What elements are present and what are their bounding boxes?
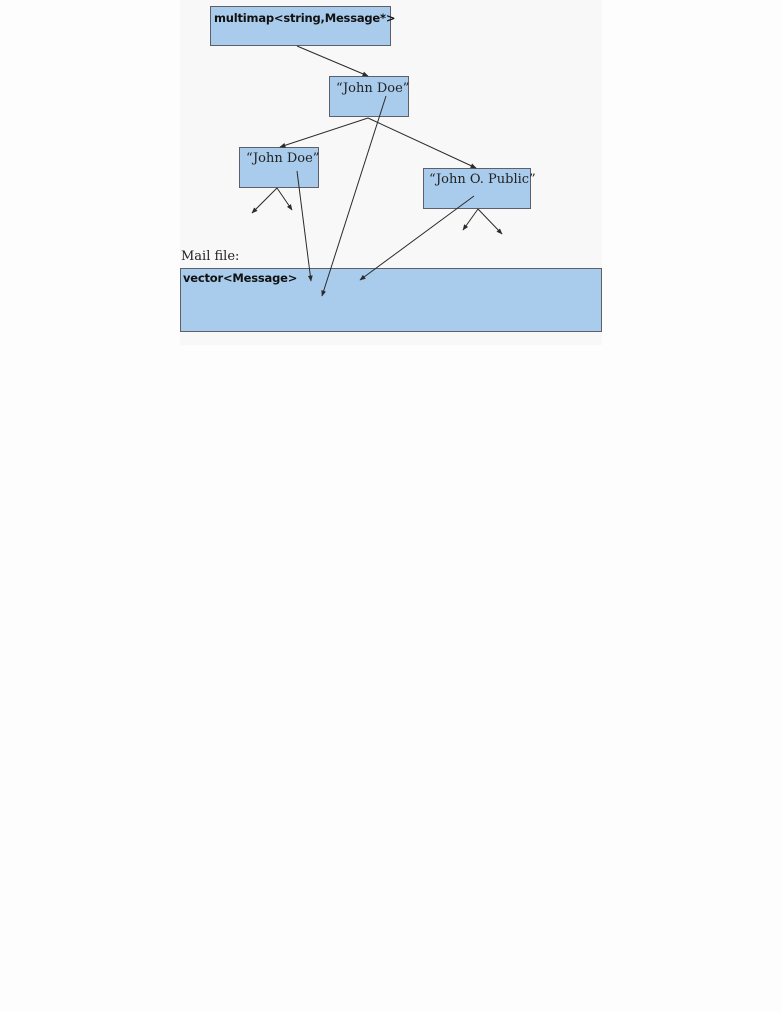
tree-node-right-key: “John O. Public” [429,172,536,187]
mail-file-caption: Mail file: [181,249,240,264]
tree-node-root: “John Doe” [329,76,409,117]
tree-node-right: “John O. Public” [423,168,536,209]
multimap-box: multimap<string,Message*> [210,6,395,46]
multimap-label: multimap<string,Message*> [214,11,396,25]
vector-message-box: vector<Message> [180,268,602,332]
tree-node-left: “John Doe” [239,147,319,188]
tree-node-root-key: “John Doe” [336,81,410,96]
tree-node-left-key: “John Doe” [246,151,320,166]
vector-message-label: vector<Message> [183,271,298,285]
